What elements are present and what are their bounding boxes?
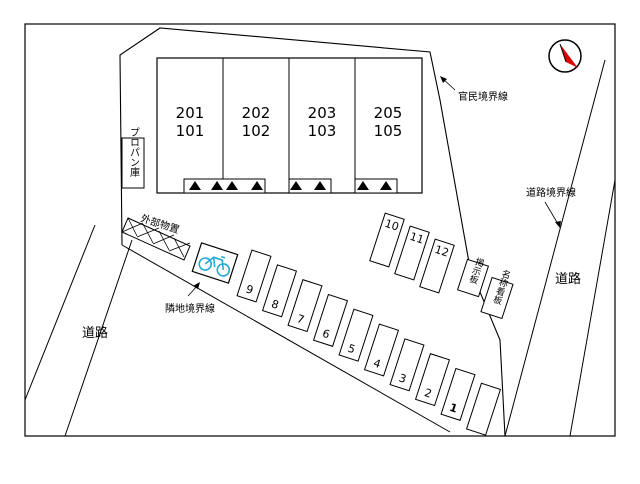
name-board <box>480 276 514 320</box>
entrance-strip <box>183 178 266 194</box>
parking-slot: 8 <box>261 264 298 318</box>
property-boundary <box>119 27 506 437</box>
left-road-edge-outer <box>24 224 96 401</box>
parking-slot <box>465 382 502 436</box>
parking-row-right: 10 11 12 <box>369 212 455 294</box>
parking-slot: 12 <box>419 238 455 294</box>
parking-slot: 1 <box>440 367 476 421</box>
right-road-edge-outer <box>569 179 616 437</box>
north-arrow-icon <box>548 39 582 73</box>
parking-slot-outline <box>414 353 451 407</box>
parking-slot: 10 <box>369 212 405 268</box>
parking-slot-number: 11 <box>408 230 425 247</box>
parking-slot: 2 <box>414 353 451 407</box>
unit-upper-label: 205 <box>374 104 403 122</box>
parking-slot-number: 6 <box>321 327 332 342</box>
triangle-icon <box>357 181 369 190</box>
left-road-edge-inner <box>64 239 133 437</box>
parking-slot: 6 <box>312 293 349 347</box>
parking-slot-outline <box>440 367 476 421</box>
parking-slot-number: 10 <box>383 217 400 234</box>
parking-slot: 3 <box>389 338 425 392</box>
parking-slot-number: 2 <box>423 386 434 401</box>
triangle-icon <box>290 181 302 190</box>
parking-slot: 5 <box>338 308 374 362</box>
unit-upper-label: 201 <box>176 104 205 122</box>
unit-lower-label: 101 <box>176 122 205 140</box>
propane-storage <box>121 137 145 189</box>
triangle-icon <box>380 181 392 190</box>
unit-lower-label: 103 <box>308 122 337 140</box>
triangle-icon <box>251 181 263 190</box>
triangle-icon <box>211 181 223 190</box>
road-label-left: 道路 <box>82 325 108 341</box>
parking-slot-outline <box>394 225 430 281</box>
parking-slot-outline <box>338 308 374 362</box>
parking-slot: 7 <box>287 279 323 333</box>
leader-line <box>544 201 559 225</box>
apartment-building: 201 101 202 102 203 103 205 105 <box>156 57 423 194</box>
parking-slot-number: 12 <box>433 243 450 260</box>
parking-slot-outline <box>312 293 349 347</box>
propane-storage-label: プロパン庫 <box>128 127 140 178</box>
unit-upper-label: 203 <box>308 104 337 122</box>
parking-slot-outline <box>236 249 272 303</box>
triangle-icon <box>226 181 238 190</box>
bulletin-board <box>456 258 490 298</box>
neighbor-boundary-line <box>121 244 451 433</box>
parking-slot-number: 4 <box>372 357 383 372</box>
parking-slot-outline <box>419 238 455 294</box>
unit-upper-label: 202 <box>242 104 271 122</box>
arrowhead-icon <box>555 221 561 228</box>
parking-slot: 9 <box>236 249 272 303</box>
parking-slot: 11 <box>394 225 430 281</box>
parking-slot-outline <box>369 212 405 268</box>
parking-slot-outline <box>287 279 323 333</box>
triangle-icon <box>189 181 201 190</box>
parking-slot-outline <box>363 323 400 377</box>
parking-slot: 4 <box>363 323 400 377</box>
parking-slot-outline <box>389 338 425 392</box>
parking-slot-number: 5 <box>346 342 357 357</box>
public-private-boundary-label: 官民境界線 <box>458 90 508 103</box>
parking-slot-number: 1 <box>448 401 459 416</box>
road-label-right: 道路 <box>555 271 581 287</box>
arrowhead-icon <box>193 282 200 289</box>
triangle-icon <box>314 181 326 190</box>
neighbor-boundary-label: 隣地境界線 <box>165 302 215 315</box>
parking-slot-outline <box>465 382 502 436</box>
right-road-edge-inner <box>504 59 606 437</box>
parking-slot-outline <box>261 264 298 318</box>
bicycle-icon <box>198 255 231 277</box>
outdoor-storage <box>121 217 191 261</box>
unit-lower-label: 105 <box>374 122 403 140</box>
parking-slot-number: 7 <box>295 312 306 327</box>
arrowhead-icon <box>440 76 447 83</box>
parking-slot-number: 3 <box>397 371 408 386</box>
parking-slot-number: 8 <box>270 297 281 312</box>
parking-slot-number: 9 <box>244 283 255 298</box>
unit-lower-label: 102 <box>242 122 271 140</box>
road-boundary-label: 道路境界線 <box>526 186 576 199</box>
